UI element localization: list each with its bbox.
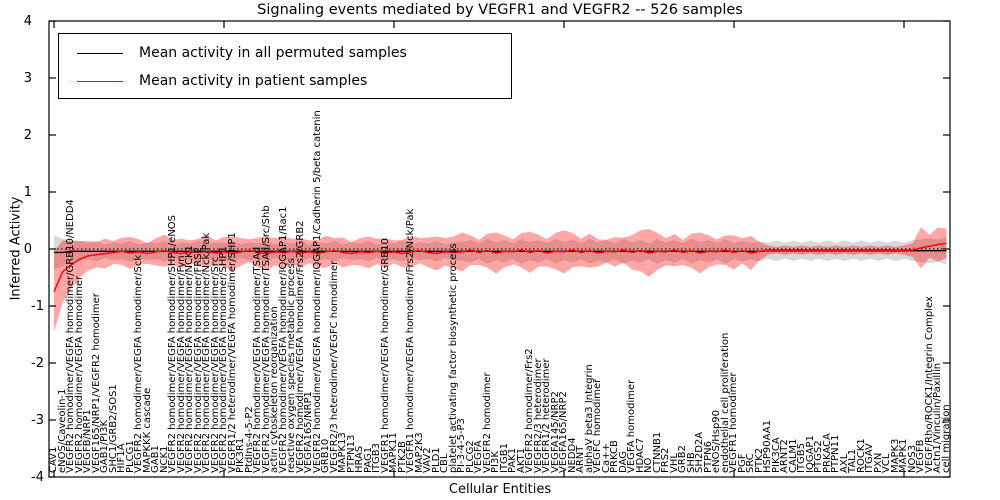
legend-label-permuted: Mean activity in all permuted samples: [139, 45, 407, 61]
legend-label-patient: Mean activity in patient samples: [139, 73, 368, 89]
y-tick-m2: -2: [31, 356, 44, 371]
x-entity-label: VEGFR2 homodimer/VEGFA homodimer/IQGAP1/…: [311, 110, 323, 473]
patient-band: [54, 227, 947, 332]
chart-title: Signaling events mediated by VEGFR1 and …: [257, 2, 743, 18]
y-tick-2: 2: [23, 128, 32, 143]
y-tick-1: 1: [23, 185, 32, 200]
legend: Mean activity in all permuted samples Me…: [58, 33, 512, 99]
x-axis-label: Cellular Entities: [448, 482, 552, 497]
x-entity-label: cell migration: [940, 404, 952, 473]
patient-mean-line: [53, 242, 947, 293]
y-tick-m3: -3: [31, 413, 44, 428]
y-tick-3: 3: [23, 71, 32, 86]
y-tick-0: 0: [23, 242, 32, 257]
legend-line-permuted: [77, 52, 123, 54]
y-tick-4: 4: [23, 14, 32, 29]
y-tick-m4: -4: [31, 470, 44, 485]
y-tick-m1: -1: [31, 299, 44, 314]
legend-line-patient: [77, 80, 123, 82]
